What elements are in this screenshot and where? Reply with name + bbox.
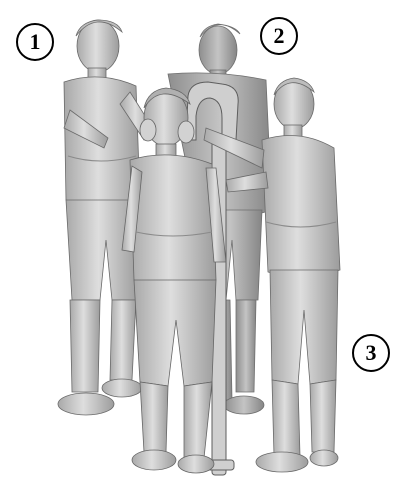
callout-2: 2 <box>260 17 298 55</box>
callout-1: 1 <box>16 23 54 61</box>
callout-3: 3 <box>352 334 390 372</box>
callout-3-label: 3 <box>366 340 377 366</box>
callout-2-label: 2 <box>274 23 285 49</box>
callout-1-label: 1 <box>30 29 41 55</box>
